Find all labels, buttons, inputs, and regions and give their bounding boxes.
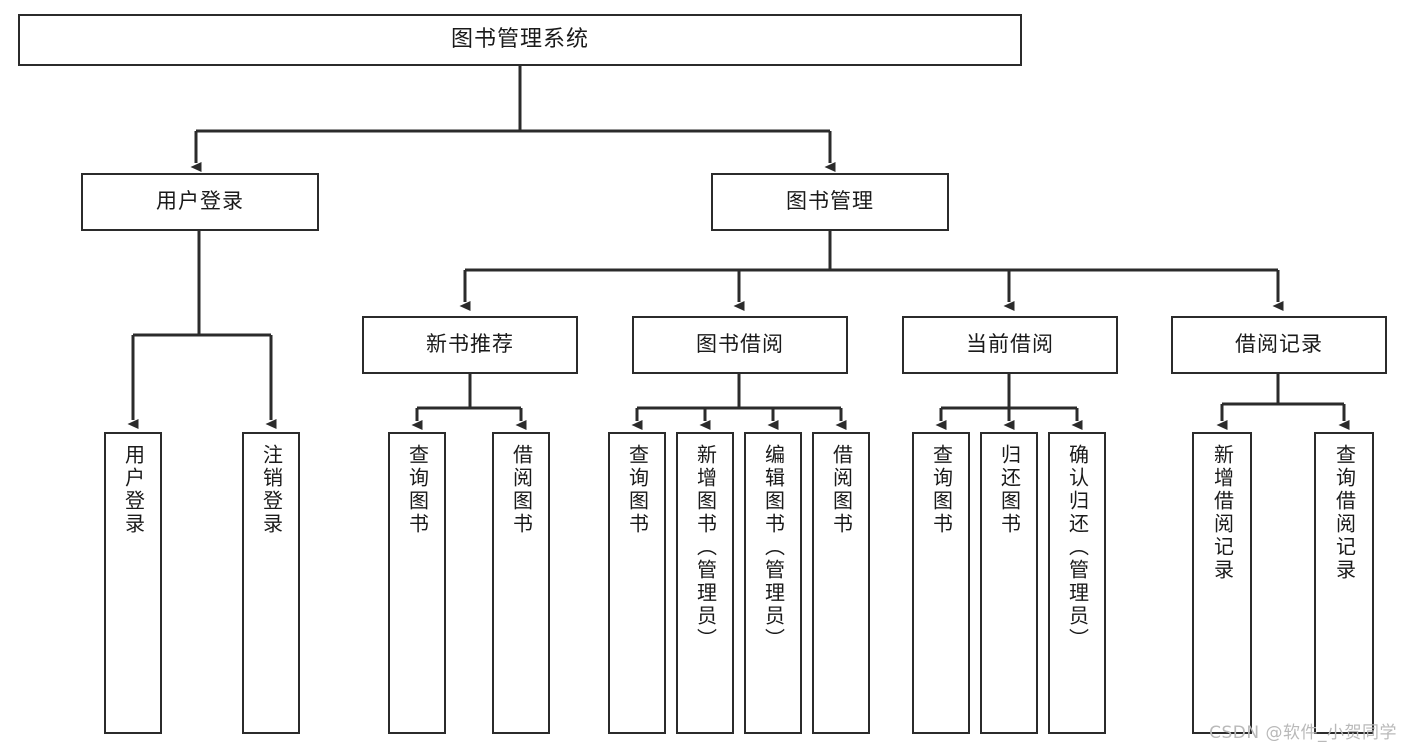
- node-label: 查询图书: [405, 444, 430, 536]
- node-user-login[interactable]: 用户登录: [81, 173, 319, 231]
- node-book-manage[interactable]: 图书管理: [711, 173, 949, 231]
- node-label: 确认归还（管理员）: [1065, 444, 1090, 651]
- node-label: 用户登录: [121, 444, 146, 536]
- node-label: 用户登录: [156, 189, 244, 214]
- node-leaf-query-borrow-record[interactable]: 查询借阅记录: [1314, 432, 1374, 734]
- node-label: 编辑图书（管理员）: [761, 444, 786, 651]
- watermark-text: CSDN @软件_小贺同学: [1209, 723, 1397, 743]
- node-leaf-query-book-current[interactable]: 查询图书: [912, 432, 970, 734]
- node-current-borrow[interactable]: 当前借阅: [902, 316, 1118, 374]
- node-leaf-user-login[interactable]: 用户登录: [104, 432, 162, 734]
- node-leaf-add-borrow-record[interactable]: 新增借阅记录: [1192, 432, 1252, 734]
- node-label: 新增借阅记录: [1210, 444, 1235, 582]
- node-label: 图书管理: [786, 189, 874, 214]
- node-new-book-recommend[interactable]: 新书推荐: [362, 316, 578, 374]
- node-leaf-query-book-rec[interactable]: 查询图书: [388, 432, 446, 734]
- node-leaf-query-book-borrow[interactable]: 查询图书: [608, 432, 666, 734]
- node-label: 查询图书: [625, 444, 650, 536]
- node-label: 查询图书: [929, 444, 954, 536]
- node-leaf-confirm-return[interactable]: 确认归还（管理员）: [1048, 432, 1106, 734]
- node-label: 借阅图书: [509, 444, 534, 536]
- node-label: 新增图书（管理员）: [693, 444, 718, 651]
- node-leaf-return-book[interactable]: 归还图书: [980, 432, 1038, 734]
- node-label: 图书借阅: [696, 332, 784, 357]
- node-leaf-logout-login[interactable]: 注销登录: [242, 432, 300, 734]
- node-leaf-borrow-book-rec[interactable]: 借阅图书: [492, 432, 550, 734]
- node-label: 查询借阅记录: [1332, 444, 1357, 582]
- node-label: 注销登录: [259, 444, 284, 536]
- node-leaf-add-book[interactable]: 新增图书（管理员）: [676, 432, 734, 734]
- node-label: 图书管理系统: [450, 26, 589, 52]
- node-label: 借阅记录: [1235, 332, 1323, 357]
- node-label: 新书推荐: [426, 332, 514, 357]
- node-book-borrow[interactable]: 图书借阅: [632, 316, 848, 374]
- node-borrow-record[interactable]: 借阅记录: [1171, 316, 1387, 374]
- node-label: 归还图书: [997, 444, 1022, 536]
- node-label: 当前借阅: [966, 332, 1054, 357]
- node-root-system[interactable]: 图书管理系统: [18, 14, 1022, 66]
- node-leaf-edit-book[interactable]: 编辑图书（管理员）: [744, 432, 802, 734]
- node-leaf-borrow-book[interactable]: 借阅图书: [812, 432, 870, 734]
- node-label: 借阅图书: [829, 444, 854, 536]
